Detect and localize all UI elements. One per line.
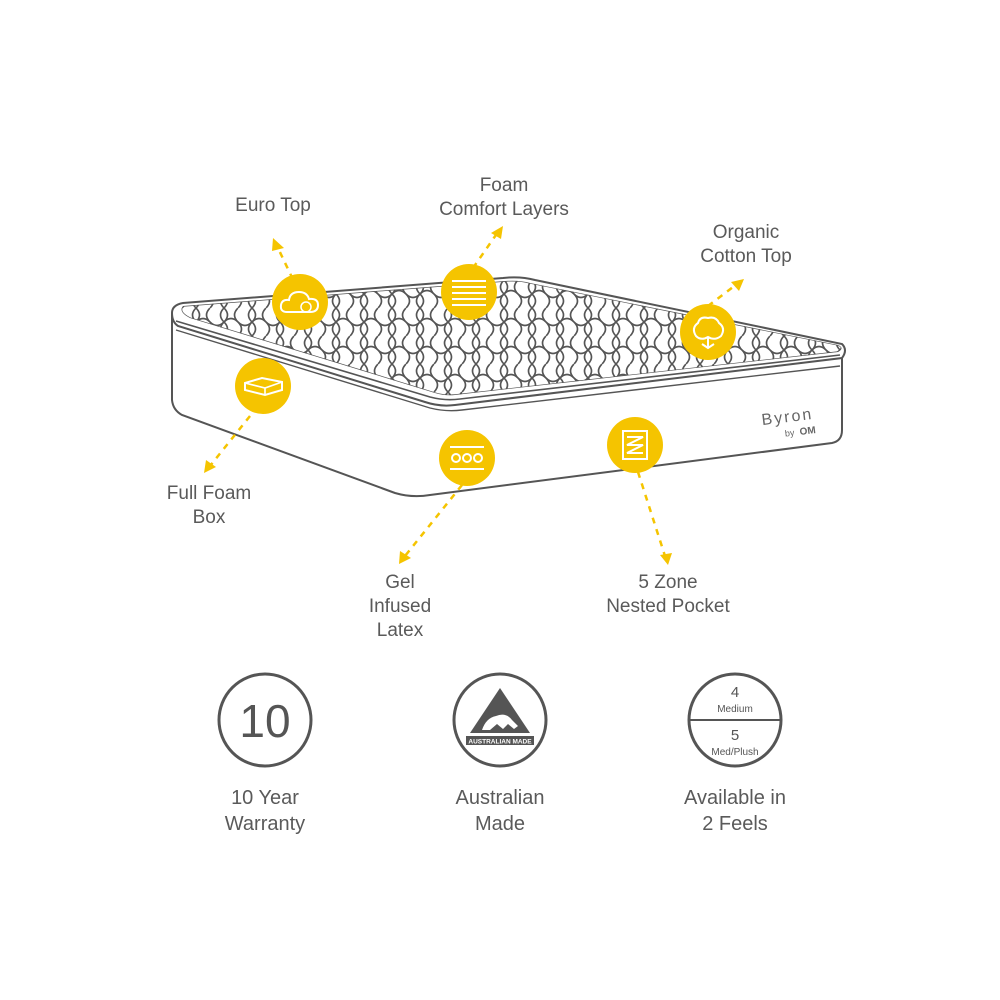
label-organic-cotton-top: Organic Cotton Top [680, 221, 812, 269]
caption-australian-made: Australian Made [430, 785, 570, 837]
label-line: Cotton Top [700, 246, 792, 267]
label-line: Foam [479, 175, 529, 196]
label-line: Nested Pocket [606, 596, 730, 617]
label-line: 5 Zone [638, 572, 698, 593]
label-full-foam-box: Full Foam Box [150, 482, 268, 530]
zone-icon [607, 417, 663, 473]
caption-line: Warranty [224, 813, 306, 835]
label-line: Organic [712, 222, 780, 243]
caption-warranty: 10 Year Warranty [195, 785, 335, 837]
caption-line: Australian [455, 787, 545, 809]
svg-text:Med/Plush: Med/Plush [711, 747, 758, 758]
feels-badge: 4 Medium 5 Med/Plush [687, 672, 783, 768]
label-line: Box [192, 507, 226, 528]
caption-line: Made [474, 813, 526, 835]
caption-available-feels: Available in 2 Feels [660, 785, 810, 837]
label-line: Infused [368, 596, 432, 617]
svg-text:10: 10 [239, 695, 290, 747]
label-line: Full Foam [166, 483, 252, 504]
australian-made-badge: AUSTRALIAN MADE [452, 672, 548, 768]
cloud-icon [272, 274, 328, 330]
callout-arrows [209, 231, 738, 557]
label-euro-top: Euro Top [215, 194, 331, 218]
svg-text:5: 5 [731, 727, 739, 744]
cotton-icon [680, 304, 736, 360]
caption-line: 2 Feels [702, 813, 768, 835]
caption-line: 10 Year [231, 787, 299, 809]
svg-text:Byron: Byron [761, 406, 814, 429]
label-line: Gel [385, 572, 415, 593]
svg-text:AUSTRALIAN MADE: AUSTRALIAN MADE [468, 739, 532, 746]
latex-icon [439, 430, 495, 486]
label-gel-infused-latex: Gel Infused Latex [350, 571, 450, 643]
svg-text:by: by [784, 427, 795, 438]
layers-icon [441, 264, 497, 320]
svg-text:OM: OM [799, 425, 816, 438]
label-foam-comfort-layers: Foam Comfort Layers [418, 174, 590, 222]
label-line: Comfort Layers [439, 199, 569, 220]
svg-text:Medium: Medium [717, 704, 753, 715]
caption-line: Available in [684, 787, 786, 809]
brand-logo: Byron by OM [761, 406, 817, 439]
label-line: Latex [376, 620, 424, 641]
label-line: Euro Top [235, 195, 311, 216]
mattress-body [170, 276, 846, 498]
arrow-heads [204, 226, 744, 565]
label-5-zone-nested-pocket: 5 Zone Nested Pocket [588, 571, 748, 619]
svg-text:4: 4 [731, 684, 739, 701]
foam-box-icon [235, 358, 291, 414]
warranty-badge: 10 [217, 672, 313, 768]
